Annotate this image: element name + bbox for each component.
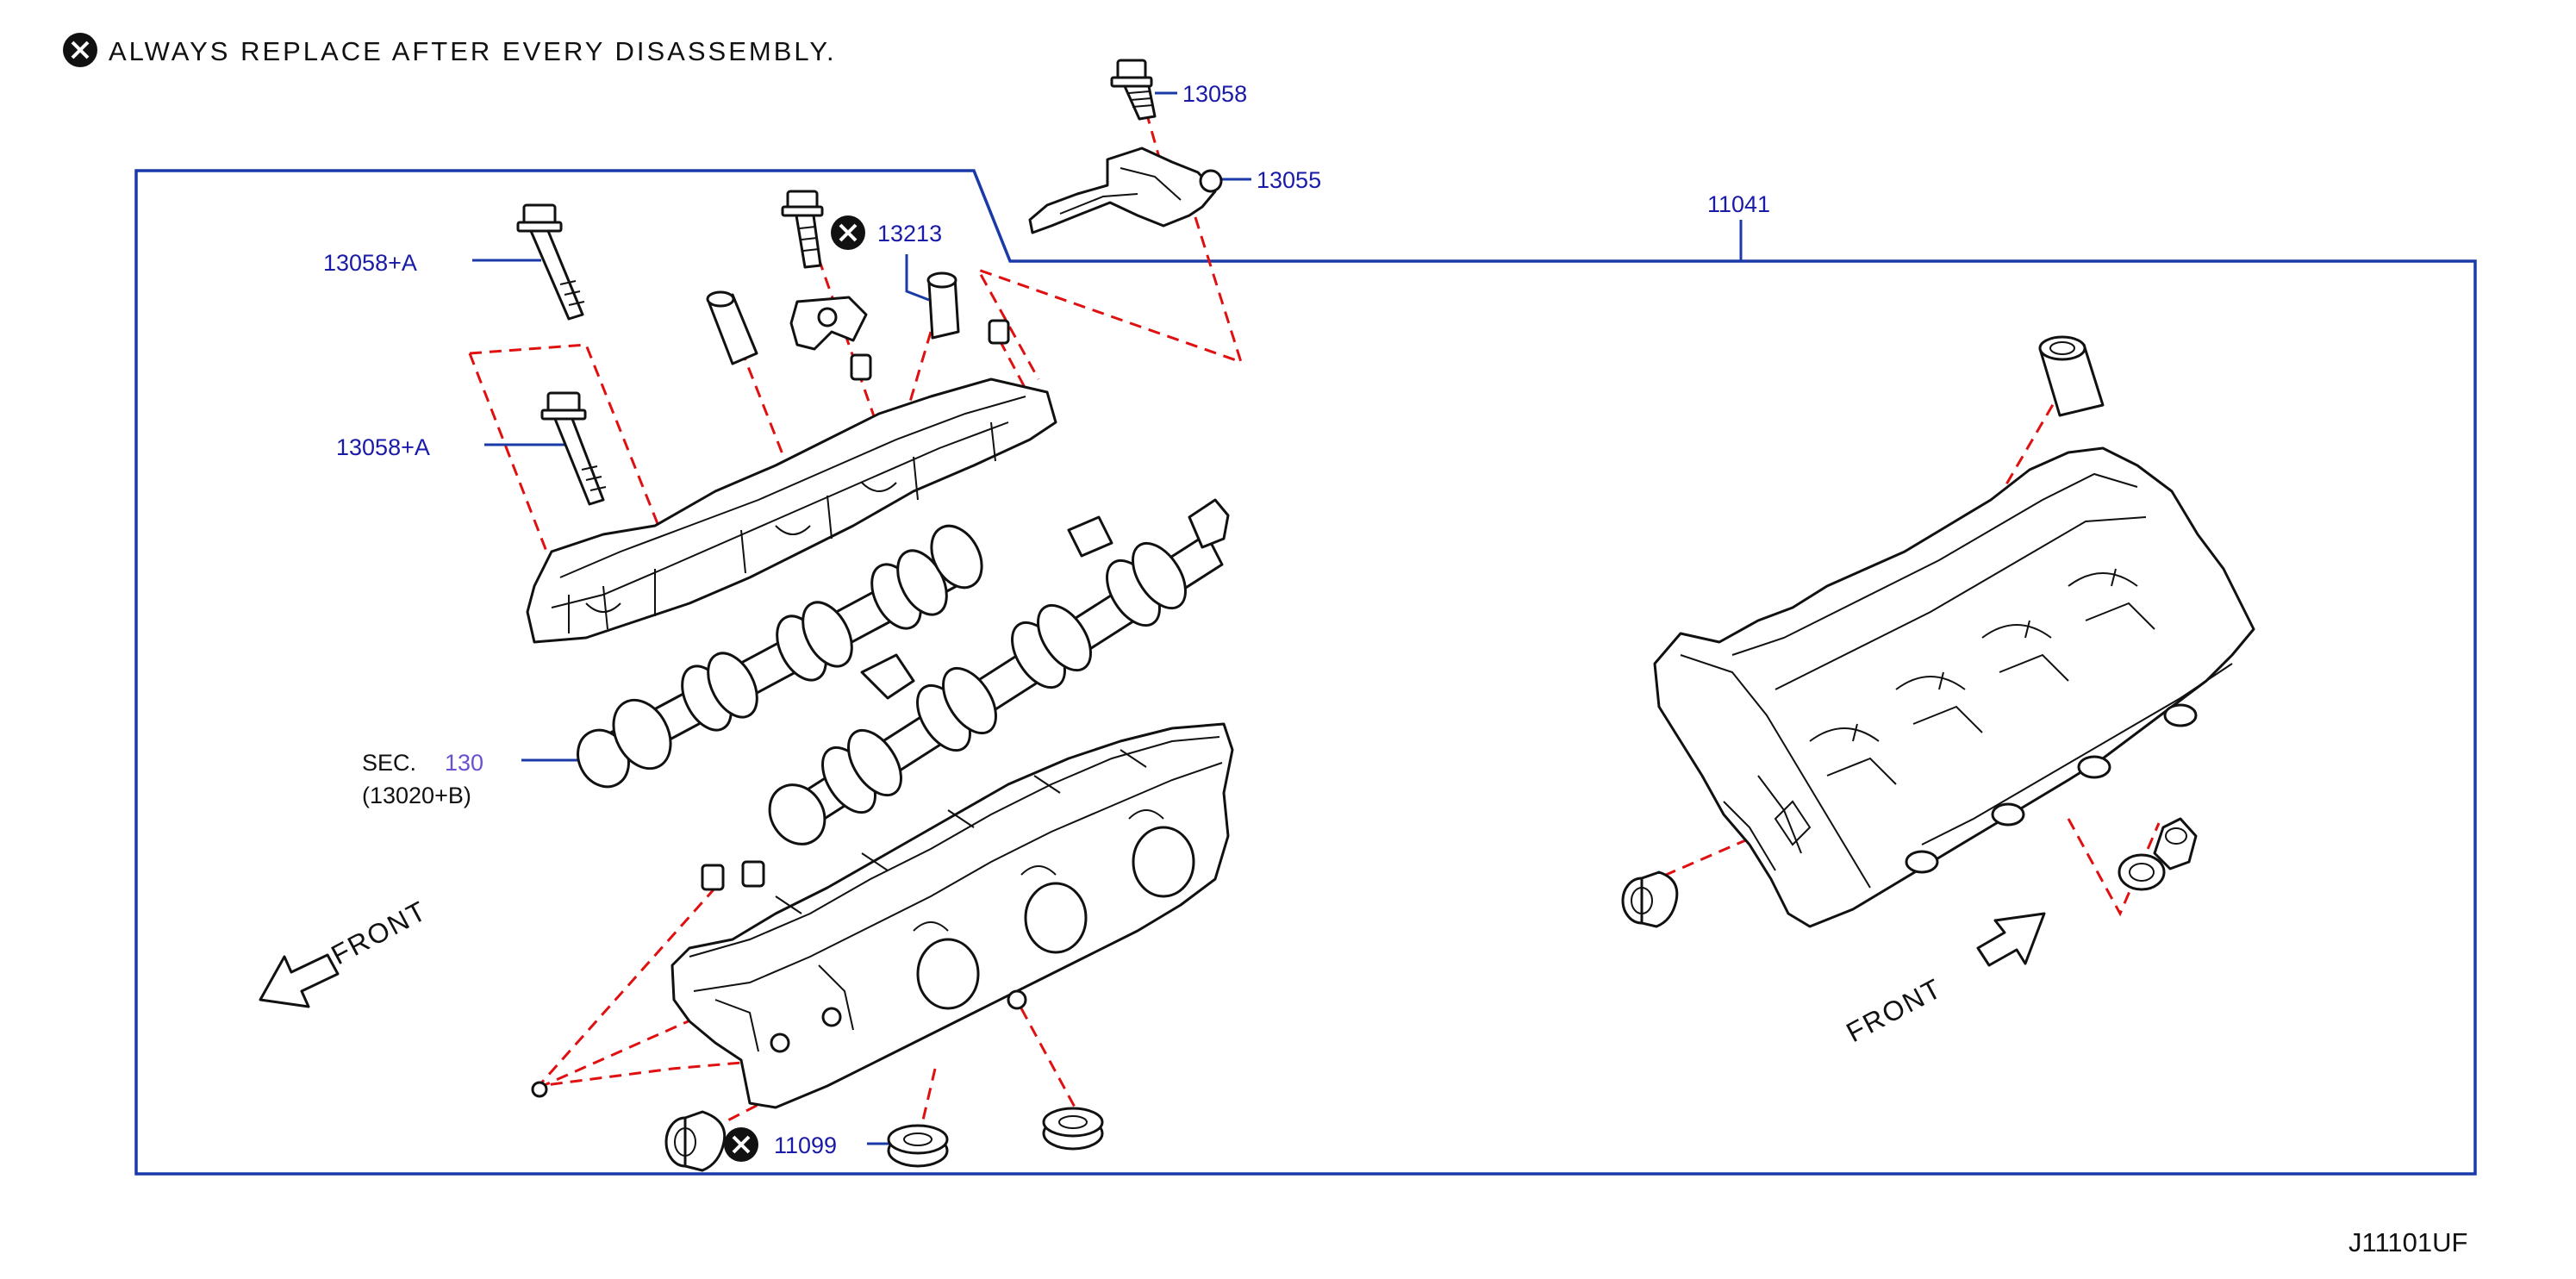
sleeve-left bbox=[706, 290, 758, 365]
seal-washer-middle bbox=[887, 1124, 949, 1168]
label-sec-number: 130 bbox=[445, 750, 483, 776]
camshaft-upper bbox=[577, 524, 983, 789]
label-sec-sub: (13020+B) bbox=[362, 783, 471, 808]
replace-note: ALWAYS REPLACE AFTER EVERY DISASSEMBLY. bbox=[63, 33, 837, 67]
small-dowel-1 bbox=[850, 353, 872, 381]
cam-bracket bbox=[789, 296, 868, 351]
label-13213: 13213 bbox=[877, 221, 942, 246]
label-11099: 11099 bbox=[774, 1132, 837, 1158]
label-13055: 13055 bbox=[1257, 167, 1321, 193]
assembly-frame bbox=[134, 169, 2477, 1176]
label-11041: 11041 bbox=[1707, 191, 1770, 217]
circled-x-icon bbox=[724, 1127, 758, 1162]
cylinder-head-right bbox=[1653, 446, 2255, 928]
bracket-13055 bbox=[1028, 147, 1223, 234]
cylinder-head-left bbox=[671, 722, 1234, 1109]
bolt-13058a-upper bbox=[516, 203, 585, 321]
diagram-code: J11101UF bbox=[2348, 1227, 2467, 1257]
sleeve-13213 bbox=[926, 271, 960, 340]
seal-cup-right bbox=[1621, 870, 1679, 928]
head-dowel-1 bbox=[701, 864, 725, 891]
front-label-right: FRONT bbox=[1841, 972, 1947, 1048]
head-dowel-2 bbox=[741, 860, 765, 888]
label-sec-prefix: SEC. bbox=[362, 750, 416, 776]
circled-x-icon bbox=[63, 33, 97, 67]
front-indicator-right: FRONT bbox=[1841, 912, 2046, 1048]
front-label-left: FRONT bbox=[326, 895, 432, 970]
bolt-13058 bbox=[1110, 59, 1157, 121]
seal-washer-right bbox=[1042, 1107, 1104, 1151]
camshaft-bracket-upper bbox=[526, 377, 1057, 644]
seal-cup-left bbox=[664, 1110, 727, 1172]
plug-right bbox=[2118, 817, 2198, 891]
label-13058a-lower: 13058+A bbox=[336, 434, 430, 460]
small-dowel-2 bbox=[988, 319, 1010, 345]
camshaft-lower bbox=[768, 498, 1230, 845]
replace-note-text: ALWAYS REPLACE AFTER EVERY DISASSEMBLY. bbox=[109, 36, 837, 66]
front-indicator-left: FRONT bbox=[259, 895, 432, 1008]
sleeve-right-head bbox=[2038, 335, 2105, 417]
label-13058a-upper: 13058+A bbox=[323, 250, 417, 276]
ball-plug bbox=[531, 1081, 548, 1098]
label-13058: 13058 bbox=[1182, 81, 1247, 107]
circled-x-icon bbox=[831, 215, 865, 250]
bolt-13213 bbox=[781, 190, 865, 269]
bolt-13058a-lower bbox=[540, 391, 607, 506]
